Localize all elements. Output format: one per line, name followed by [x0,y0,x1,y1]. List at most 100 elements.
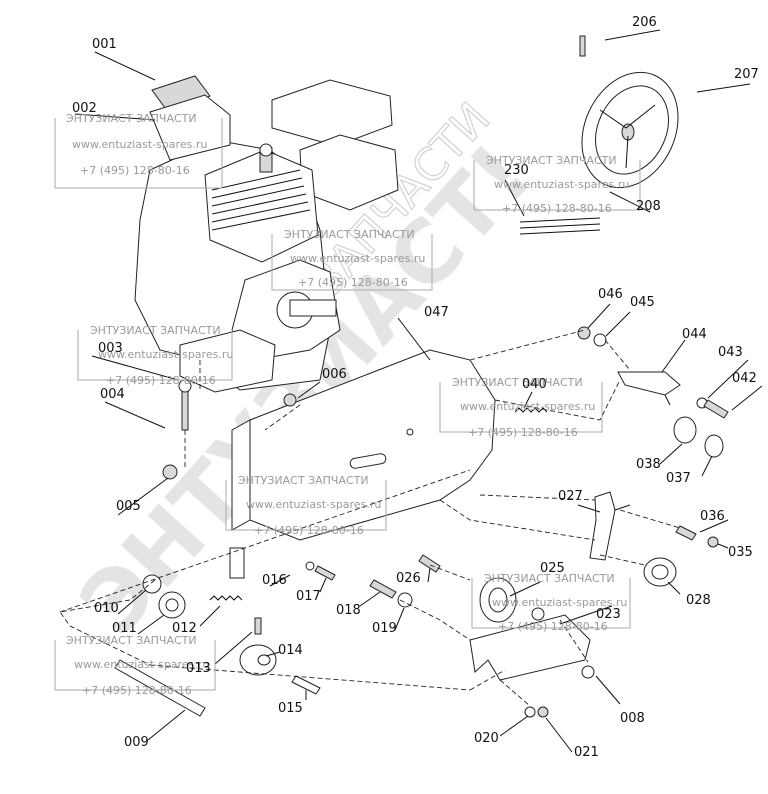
svg-text:+7 (495) 128-80-16: +7 (495) 128-80-16 [498,620,608,633]
svg-text:www.entuziast-spares.ru: www.entuziast-spares.ru [460,400,595,413]
svg-text:+7 (495) 128-80-16: +7 (495) 128-80-16 [106,374,216,387]
watermark-box-1: ЭНТУЗИАСТ ЗАПЧАСТИ www.entuziast-spares.… [54,112,223,189]
cooling-fins [211,169,311,231]
label-038: 038 [636,457,661,472]
setscrew-013 [254,617,262,635]
ring-037 [704,434,724,458]
spacer-019 [397,592,413,608]
label-230: 230 [504,163,529,178]
bolt-018 [369,579,397,599]
engine-assembly [134,75,399,393]
shaft-009 [114,659,206,717]
watermark-box-8: ЭНТУЗИАСТ ЗАПЧАСТИ www.entuziast-spares.… [54,634,216,697]
bolt-026 [418,554,441,573]
label-019: 019 [372,621,397,636]
nut-008 [581,665,595,679]
svg-text:+7 (495) 128-80-16: +7 (495) 128-80-16 [502,202,612,215]
label-025: 025 [540,561,565,576]
watermark-box-5: ЭНТУЗИАСТ ЗАПЧАСТИ www.entuziast-spares.… [439,376,603,439]
svg-text:+7 (495) 128-80-16: +7 (495) 128-80-16 [468,426,578,439]
spring-012 [209,595,243,601]
svg-text:www.entuziast-spares.ru: www.entuziast-spares.ru [72,138,207,151]
svg-text:ЭНТУЗИАСТ ЗАПЧАСТИ: ЭНТУЗИАСТ ЗАПЧАСТИ [452,376,583,389]
bracket-044 [617,371,681,406]
watermark-box-3: ЭНТУЗИАСТ ЗАПЧАСТИ www.entuziast-spares.… [77,324,233,387]
svg-text:ЭНТУЗИАСТ ЗАПЧАСТИ: ЭНТУЗИАСТ ЗАПЧАСТИ [484,572,615,585]
svg-text:+7 (495) 128-80-16: +7 (495) 128-80-16 [82,684,192,697]
nut-006 [283,393,297,407]
svg-text:+7 (495) 128-80-16: +7 (495) 128-80-16 [298,276,408,289]
label-042: 042 [732,371,757,386]
label-043: 043 [718,345,743,360]
plate-016 [229,547,245,579]
label-040: 040 [522,377,547,392]
label-206: 206 [632,15,657,30]
label-037: 037 [666,471,691,486]
svg-text:www.entuziast-spares.ru: www.entuziast-spares.ru [290,252,425,265]
label-018: 018 [336,603,361,618]
label-001: 001 [92,37,117,52]
washer-045 [593,333,607,347]
label-011: 011 [112,621,137,636]
label-020: 020 [474,731,499,746]
label-010: 010 [94,601,119,616]
label-021: 021 [574,745,599,760]
nut-005 [162,464,178,480]
label-012: 012 [172,621,197,636]
part-002-cover [149,94,231,161]
label-003: 003 [98,341,123,356]
pin-206 [579,35,586,57]
bracket-023 [469,614,591,681]
label-035: 035 [728,545,753,560]
svg-text:www.entuziast-spares.ru: www.entuziast-spares.ru [246,498,381,511]
label-008: 008 [620,711,645,726]
belt-guard-047 [231,349,496,541]
watermark-box-4: ЭНТУЗИАСТ ЗАПЧАСТИ www.entuziast-spares.… [473,154,641,215]
label-013: 013 [186,661,211,676]
label-026: 026 [396,571,421,586]
bearing-010 [142,574,162,594]
label-002: 002 [72,101,97,116]
label-047: 047 [424,305,449,320]
label-023: 023 [596,607,621,622]
label-045: 045 [630,295,655,310]
label-005: 005 [116,499,141,514]
svg-text:www.entuziast-spares.ru: www.entuziast-spares.ru [494,178,629,191]
key-015 [291,675,321,695]
assembly-lines [59,329,681,707]
pulley-038 [673,416,697,444]
label-014: 014 [278,643,303,658]
keys-230 [519,217,601,235]
watermark-box-6: ЭНТУЗИАСТ ЗАПЧАСТИ www.entuziast-spares.… [225,474,387,537]
label-004: 004 [100,387,125,402]
label-016: 016 [262,573,287,588]
svg-text:+7 (495) 128-80-16: +7 (495) 128-80-16 [80,164,190,177]
spring-040 [514,407,548,413]
svg-text:www.entuziast-spares.ru: www.entuziast-spares.ru [74,658,209,671]
pulley-207 [581,71,679,189]
label-028: 028 [686,593,711,608]
svg-text:ЭНТУЗИАСТ ЗАПЧАСТИ: ЭНТУЗИАСТ ЗАПЧАСТИ [486,154,617,167]
label-017: 017 [296,589,321,604]
label-208: 208 [636,199,661,214]
svg-text:ЭНТУЗИАСТ ЗАПЧАСТИ: ЭНТУЗИАСТ ЗАПЧАСТИ [90,324,221,337]
label-027: 027 [558,489,583,504]
svg-text:+7 (495) 128-80-16: +7 (495) 128-80-16 [254,524,364,537]
screw-036 [675,525,697,541]
svg-text:ЭНТУЗИАСТ ЗАПЧАСТИ: ЭНТУЗИАСТ ЗАПЧАСТИ [284,228,415,241]
label-015: 015 [278,701,303,716]
svg-text:www.entuziast-spares.ru: www.entuziast-spares.ru [98,348,233,361]
part-001-sticker [151,75,211,113]
nut-035 [707,536,719,548]
watermark-box-7: ЭНТУЗИАСТ ЗАПЧАСТИ www.entuziast-spares.… [471,572,631,633]
label-207: 207 [734,67,759,82]
label-009: 009 [124,735,149,750]
label-036: 036 [700,509,725,524]
lever-027 [589,491,631,561]
bolt-042 [703,399,729,419]
svg-text:ЭНТУЗИАСТ ЗАПЧАСТИ: ЭНТУЗИАСТ ЗАПЧАСТИ [66,112,197,125]
label-044: 044 [682,327,707,342]
washer-020 [524,706,536,718]
